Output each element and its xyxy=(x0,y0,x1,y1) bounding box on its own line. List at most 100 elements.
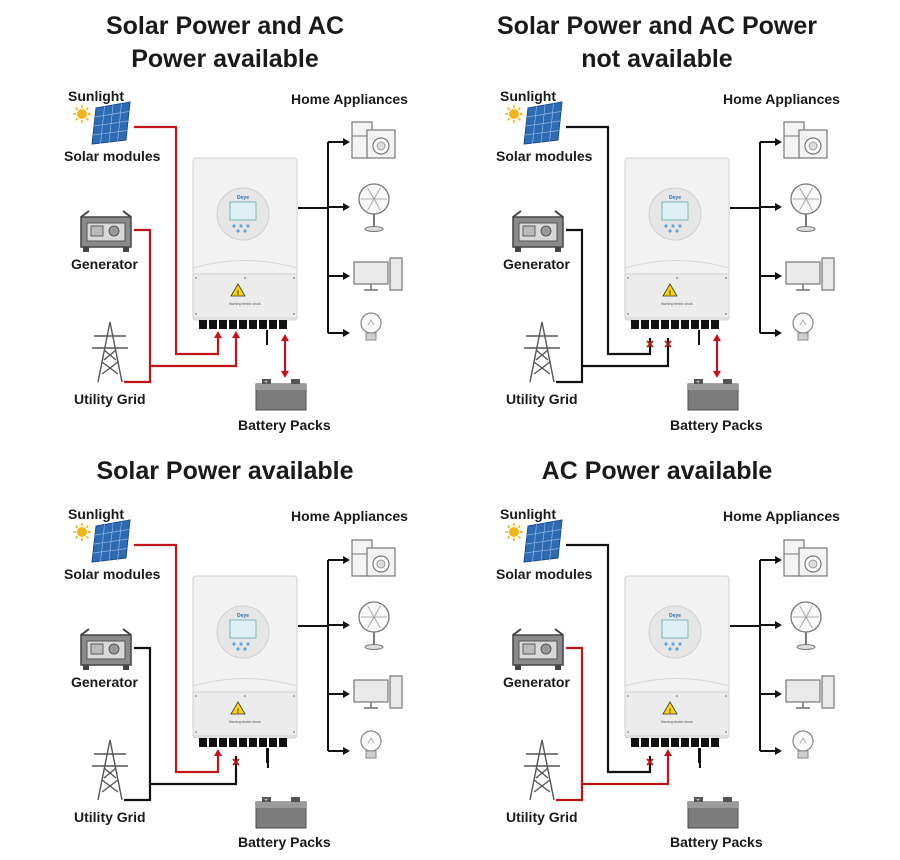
appliance-computer-icon xyxy=(785,257,835,291)
panel-title-line1: AC Power available xyxy=(541,457,773,485)
appliance-arrow xyxy=(343,747,350,755)
inverter-connectors xyxy=(631,738,719,747)
appliance-fan-icon xyxy=(358,183,390,232)
battery-icon: + xyxy=(255,379,307,411)
appliance-arrow xyxy=(343,138,350,146)
generator-icon xyxy=(512,210,564,252)
appliance-arrow xyxy=(775,203,782,211)
solar-arrow xyxy=(214,331,222,338)
home-appliances-label: Home Appliances xyxy=(723,91,840,107)
appliance-fridge-washer-icon xyxy=(351,121,396,159)
ac-arrow xyxy=(232,331,240,338)
panel-ac-only: Deye!Warning electric shock + AC Power av… xyxy=(432,430,882,860)
appliance-arrow xyxy=(775,272,782,280)
panel-title-line1: Solar Power and AC Power xyxy=(497,12,817,40)
appliance-computer-icon xyxy=(785,675,835,709)
svg-text:Deye: Deye xyxy=(237,613,249,619)
utility-tower-icon xyxy=(92,321,128,383)
appliance-bulb-icon xyxy=(360,312,382,341)
battery-arrow-up xyxy=(281,334,289,341)
svg-text:+: + xyxy=(696,380,700,386)
wiring-diagram: Deye! Warning electric shock + xyxy=(73,519,403,829)
appliance-computer-icon xyxy=(353,257,403,291)
sunlight-label: Sunlight xyxy=(68,506,124,522)
svg-text:!: ! xyxy=(669,291,671,297)
solar-modules-label: Solar modules xyxy=(496,566,593,582)
wiring-diagram: Deye! Warning electric shock + xyxy=(73,101,403,411)
solar-wire xyxy=(134,125,220,356)
appliance-arrow xyxy=(775,329,782,337)
sunlight-label: Sunlight xyxy=(500,88,556,104)
appliance-arrow xyxy=(775,556,782,564)
panel-title-line2: Power available xyxy=(131,45,319,73)
grid-wire xyxy=(556,784,584,802)
battery-packs-label: Battery Packs xyxy=(670,834,763,850)
svg-text:Warning electric shock: Warning electric shock xyxy=(661,720,693,724)
panel-solar-only: Deye! Warning electric shock + Solar Power… xyxy=(0,430,450,860)
utility-tower-icon xyxy=(92,739,128,801)
inverter-icon: Deye! Warning electric shock xyxy=(192,157,298,329)
appliance-fridge-washer-icon xyxy=(783,121,828,159)
svg-text:Warning electric shock: Warning electric shock xyxy=(229,720,261,724)
grid-wire xyxy=(556,366,584,384)
utility-grid-label: Utility Grid xyxy=(74,809,146,825)
ac-arrow xyxy=(664,749,672,756)
utility-tower-icon xyxy=(524,739,560,801)
appliance-arrow xyxy=(775,138,782,146)
inverter-icon: Deye!Warning electric shock xyxy=(624,575,730,747)
battery-icon: + xyxy=(255,797,307,829)
solar-wire xyxy=(566,543,652,774)
appliance-arrow xyxy=(343,621,350,629)
solar-arrow xyxy=(214,749,222,756)
battery-icon: + xyxy=(687,797,739,829)
svg-text:+: + xyxy=(696,798,700,804)
battery-arrow-down xyxy=(713,371,721,378)
utility-grid-label: Utility Grid xyxy=(506,391,578,407)
appliance-bulb-icon xyxy=(792,730,814,759)
svg-text:Deye: Deye xyxy=(237,195,249,201)
sunlight-label: Sunlight xyxy=(500,506,556,522)
battery-packs-label: Battery Packs xyxy=(670,417,763,433)
inverter-icon: Deye!Warning electric shock xyxy=(624,157,730,329)
appliance-arrow xyxy=(343,329,350,337)
solar-modules-label: Solar modules xyxy=(64,566,161,582)
appliance-bulb-icon xyxy=(360,730,382,759)
appliance-fan-icon xyxy=(358,601,390,650)
appliance-fan-icon xyxy=(790,183,822,232)
generator-icon xyxy=(512,628,564,670)
svg-text:!: ! xyxy=(237,709,239,715)
home-appliances-label: Home Appliances xyxy=(723,508,840,524)
solar-panel-icon xyxy=(505,519,563,563)
battery-arrow-down xyxy=(281,371,289,378)
panel-title-line1: Solar Power and AC xyxy=(105,12,344,40)
inverter-connectors xyxy=(199,738,287,747)
svg-text:+: + xyxy=(264,380,268,386)
panel-title-line1: Solar Power available xyxy=(96,457,354,485)
grid-wire xyxy=(124,366,152,384)
svg-text:Deye: Deye xyxy=(669,613,681,619)
appliance-fridge-washer-icon xyxy=(783,539,828,577)
solar-wire xyxy=(566,125,652,356)
appliance-arrow xyxy=(343,272,350,280)
solar-wire xyxy=(134,543,220,774)
solar-panel-icon xyxy=(73,101,131,145)
battery-packs-label: Battery Packs xyxy=(238,417,331,433)
utility-tower-icon xyxy=(524,321,560,383)
generator-label: Generator xyxy=(503,256,570,272)
inverter-connectors xyxy=(199,320,287,329)
generator-icon xyxy=(80,210,132,252)
svg-text:!: ! xyxy=(237,291,239,297)
appliance-arrow xyxy=(775,621,782,629)
disconnect-cross-icon xyxy=(646,340,654,348)
disconnect-cross-icon xyxy=(232,758,240,766)
svg-text:Warning electric shock: Warning electric shock xyxy=(229,302,261,306)
home-appliances-label: Home Appliances xyxy=(291,508,408,524)
appliance-arrow xyxy=(343,690,350,698)
battery-icon: + xyxy=(687,379,739,411)
panel-no-solar-no-ac: Deye!Warning electric shock + Solar Power… xyxy=(432,0,882,433)
generator-label: Generator xyxy=(71,256,138,272)
home-appliances-label: Home Appliances xyxy=(291,91,408,107)
battery-packs-label: Battery Packs xyxy=(238,834,331,850)
appliance-arrow xyxy=(343,556,350,564)
appliance-bulb-icon xyxy=(792,312,814,341)
